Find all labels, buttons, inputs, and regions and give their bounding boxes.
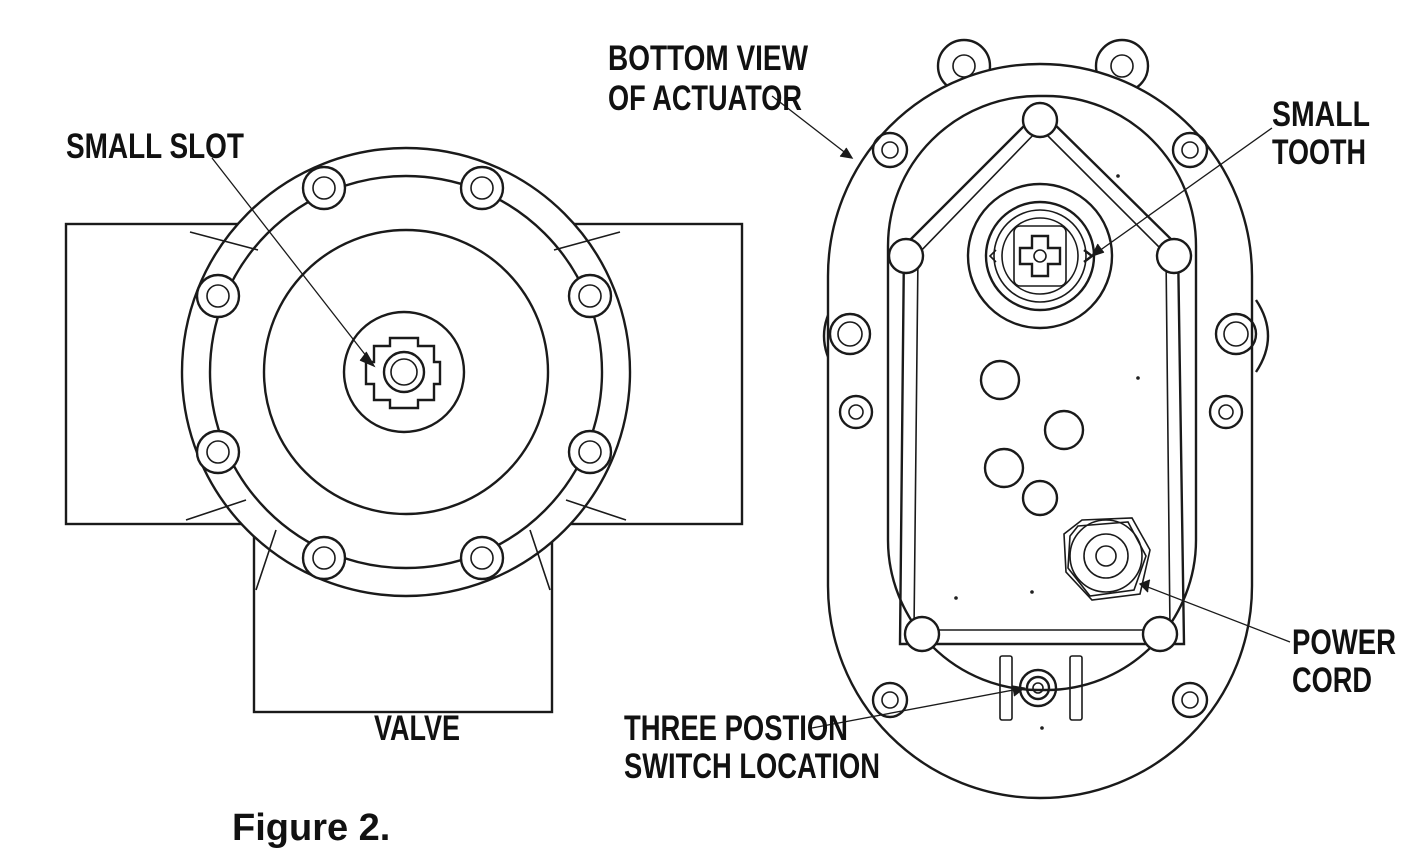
actuator-gasket-outer <box>898 108 1186 646</box>
actuator-drawing <box>822 38 1270 800</box>
leader-small-tooth <box>1091 127 1273 257</box>
actuator-housing <box>826 62 1254 800</box>
bolt-hole <box>567 273 613 319</box>
valve-gusset-bottom-right <box>529 529 551 591</box>
actuator-top-hole-left <box>952 54 976 78</box>
drive-cross-socket <box>1018 234 1062 278</box>
actuator-right-lug <box>1255 299 1270 373</box>
bolt-hole <box>301 535 347 581</box>
leader-switch <box>811 687 1025 729</box>
power-cord-fitting <box>1063 517 1151 601</box>
valve-gusset-bottom-left <box>255 529 277 591</box>
valve-gusset-right-lower <box>565 499 627 521</box>
bolt-hole <box>871 681 909 719</box>
label-small-tooth-line2: TOOTH <box>1272 133 1366 172</box>
leader-small-slot <box>211 157 375 367</box>
callout-labels: SMALL SLOT VALVE BOTTOM VIEW OF ACTUATOR… <box>66 39 1396 786</box>
label-bottom-view-line2: OF ACTUATOR <box>608 79 802 118</box>
valve-inner-ring <box>262 228 550 516</box>
gasket-corner <box>903 615 941 653</box>
label-power-cord-line2: CORD <box>1292 661 1372 700</box>
leader-bottom-view-arrow <box>839 147 854 159</box>
actuator-gasket-inner <box>913 126 1171 631</box>
leader-small-tooth-arrow <box>1090 243 1105 258</box>
valve-drawing <box>64 146 744 714</box>
gasket-corner <box>1141 615 1179 653</box>
valve-shaft-bore <box>390 358 418 386</box>
valve-hub <box>342 310 466 434</box>
leader-power-cord <box>1139 583 1291 643</box>
valve-shaft-center <box>382 350 426 394</box>
leader-power-cord-arrow <box>1138 579 1151 593</box>
label-switch-line2: SWITCH LOCATION <box>624 747 880 786</box>
bolt-hole <box>1214 312 1258 356</box>
three-position-switch <box>999 655 1083 721</box>
label-small-slot: SMALL SLOT <box>66 127 244 166</box>
bolt-hole <box>301 165 347 211</box>
actuator-bolt-holes <box>828 131 1258 719</box>
leader-lines <box>211 95 1291 729</box>
label-switch-line1: THREE POSTION <box>624 709 848 748</box>
valve-gusset-left-upper <box>189 231 259 251</box>
knockout-hole <box>979 359 1021 401</box>
bolt-hole <box>828 312 872 356</box>
leader-small-slot-arrow <box>359 351 376 368</box>
label-bottom-view-line1: BOTTOM VIEW <box>608 39 808 78</box>
leader-bottom-view <box>771 95 853 159</box>
valve-gusset-right-upper <box>553 231 621 251</box>
bolt-hole <box>567 429 613 475</box>
gasket-corner <box>1021 101 1059 139</box>
bolt-hole <box>1208 394 1244 430</box>
valve-body <box>180 146 632 598</box>
bolt-hole <box>459 165 505 211</box>
bolt-hole <box>195 273 241 319</box>
label-valve: VALVE <box>374 709 460 748</box>
knockout-hole <box>983 447 1025 489</box>
actuator-top-hole-right <box>1110 54 1134 78</box>
valve-flange <box>208 174 604 570</box>
figure-caption: Figure 2. <box>232 807 390 849</box>
label-power-cord-line1: POWER <box>1292 623 1396 662</box>
bolt-hole <box>1171 681 1209 719</box>
bolt-hole <box>1171 131 1209 169</box>
gasket-corner <box>1155 237 1193 275</box>
knockout-hole <box>1043 409 1085 451</box>
gasket-corner <box>887 237 925 275</box>
valve-gusset-left-lower <box>185 499 247 521</box>
bolt-hole <box>195 429 241 475</box>
valve-bolt-holes <box>195 165 613 581</box>
bolt-hole <box>459 535 505 581</box>
bolt-hole <box>871 131 909 169</box>
bolt-hole <box>838 394 874 430</box>
valve-shaft-keyed <box>364 336 442 410</box>
knockout-hole <box>1021 479 1059 517</box>
label-small-tooth-line1: SMALL <box>1272 95 1370 134</box>
leader-switch-arrow <box>1011 685 1026 697</box>
